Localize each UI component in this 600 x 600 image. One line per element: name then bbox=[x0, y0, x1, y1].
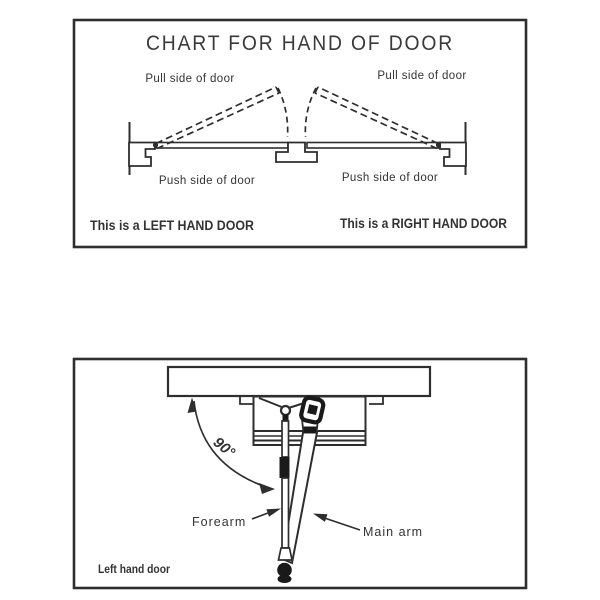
left-hand-door-caption: This is a LEFT HAND DOOR bbox=[90, 218, 254, 233]
right-door-slab bbox=[306, 141, 441, 149]
arc-arrow-right bbox=[259, 483, 275, 494]
main-arm-callout bbox=[313, 513, 361, 531]
door-closer-panel: 90° Forearm Main arm Left hand door bbox=[72, 357, 528, 590]
main-arm-label: Main arm bbox=[363, 525, 423, 539]
main-arm bbox=[281, 395, 326, 565]
left-door-swing bbox=[152, 86, 289, 150]
forearm-pivot bbox=[279, 404, 292, 417]
forearm-label: Forearm bbox=[192, 515, 246, 529]
closer-right-tab bbox=[369, 396, 384, 405]
main-arm-shoulder bbox=[299, 395, 326, 425]
center-mullion bbox=[275, 141, 318, 163]
forearm bbox=[277, 404, 294, 583]
right-door-swing bbox=[304, 86, 442, 150]
right-pull-side-label: Pull side of door bbox=[377, 70, 466, 82]
right-hinge-point bbox=[435, 142, 442, 148]
left-hinge-point bbox=[152, 142, 159, 148]
angle-arc bbox=[187, 397, 275, 494]
hand-chart-panel: CHART FOR HAND OF DOOR Pull side of door… bbox=[72, 18, 528, 249]
door-plan bbox=[166, 365, 432, 398]
right-hand-door-caption: This is a RIGHT HAND DOOR bbox=[340, 216, 507, 231]
left-door-slab bbox=[154, 141, 289, 149]
left-push-side-label: Push side of door bbox=[159, 175, 255, 187]
hand-chart-panel-border bbox=[72, 18, 528, 249]
arc-arrow-up bbox=[187, 397, 197, 413]
right-door-frame bbox=[439, 122, 467, 175]
closer-left-tab bbox=[239, 396, 254, 405]
left-pull-side-label: Pull side of door bbox=[145, 73, 234, 85]
elbow-joint bbox=[277, 562, 292, 578]
bracket-line-left bbox=[258, 397, 284, 409]
forearm-callout bbox=[251, 508, 281, 520]
main-arm-arrow bbox=[313, 513, 328, 522]
left-door-frame bbox=[128, 122, 156, 175]
forearm-arrow bbox=[266, 508, 281, 517]
left-hand-door-label: Left hand door bbox=[98, 562, 170, 576]
right-push-side-label: Push side of door bbox=[342, 172, 438, 184]
chart-title: CHART FOR HAND OF DOOR bbox=[146, 32, 454, 55]
